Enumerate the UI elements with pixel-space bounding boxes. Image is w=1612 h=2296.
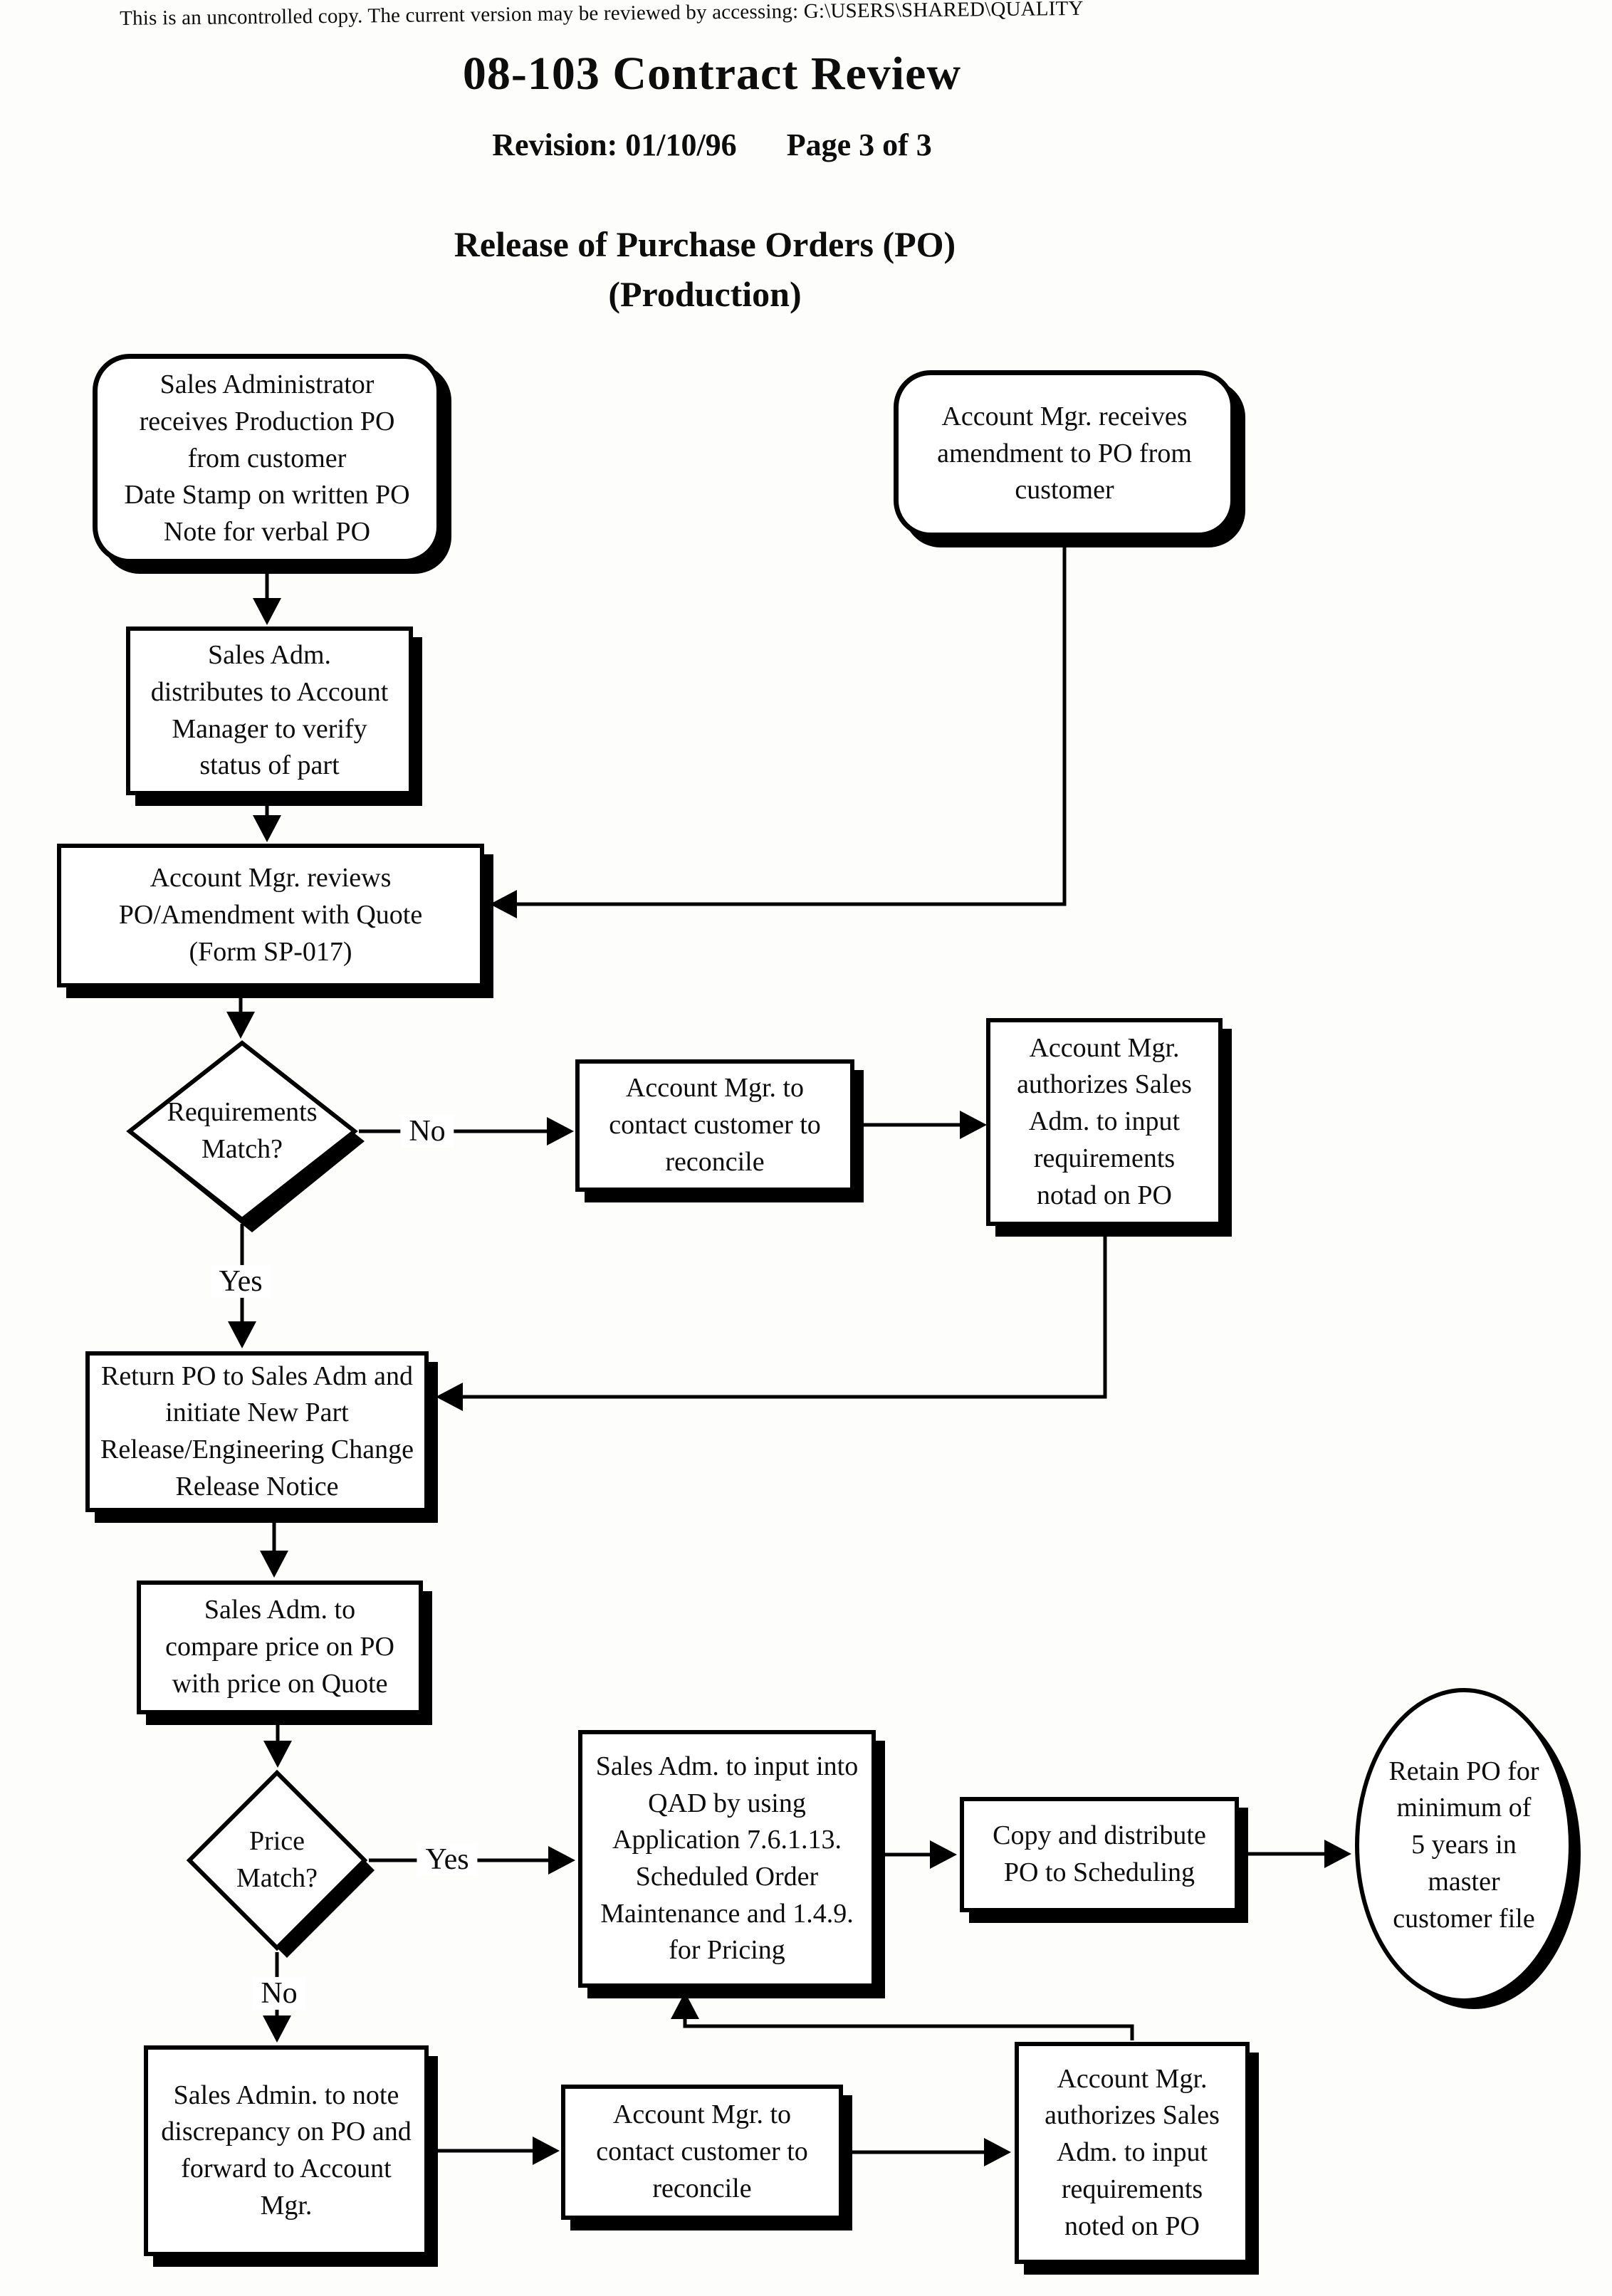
node-distribute-to-account-manager: Sales Adm. distributes to Account Manage… bbox=[126, 627, 413, 795]
edge-label-price-no: No bbox=[252, 1976, 306, 2011]
node-input-into-qad: Sales Adm. to input into QAD by using Ap… bbox=[578, 1730, 876, 1988]
node-contact-customer-reconcile-upper: Account Mgr. to contact customer to reco… bbox=[575, 1059, 854, 1192]
node-text: Account Mgr. reviews PO/Amendment with Q… bbox=[118, 863, 423, 967]
node-text: Price Match? bbox=[236, 1826, 318, 1893]
page-title: 08-103 Contract Review bbox=[462, 48, 962, 100]
node-return-po-initiate-release: Return PO to Sales Adm and initiate New … bbox=[85, 1351, 429, 1512]
node-note-discrepancy: Sales Admin. to note discrepancy on PO a… bbox=[144, 2045, 429, 2256]
node-authorize-input-requirements-upper: Account Mgr. authorizes Sales Adm. to in… bbox=[986, 1018, 1223, 1226]
revision-line: Revision: 01/10/96 Page 3 of 3 bbox=[0, 127, 1424, 163]
node-contact-customer-reconcile-lower: Account Mgr. to contact customer to reco… bbox=[561, 2085, 843, 2220]
node-text: Copy and distribute PO to Scheduling bbox=[993, 1820, 1206, 1887]
page-number-label: Page 3 of 3 bbox=[786, 127, 932, 162]
node-account-mgr-receives-amendment: Account Mgr. receives amendment to PO fr… bbox=[894, 370, 1235, 538]
node-text: Account Mgr. authorizes Sales Adm. to in… bbox=[1017, 1032, 1192, 1210]
uncontrolled-copy-disclaimer: This is an uncontrolled copy. The curren… bbox=[120, 0, 1084, 30]
node-text: Sales Administrator receives Production … bbox=[124, 369, 410, 547]
node-text: Requirements Match? bbox=[167, 1097, 318, 1164]
node-compare-price: Sales Adm. to compare price on PO with p… bbox=[137, 1581, 423, 1714]
node-copy-distribute-po: Copy and distribute PO to Scheduling bbox=[960, 1797, 1239, 1912]
node-text: Account Mgr. authorizes Sales Adm. to in… bbox=[1045, 2063, 1220, 2241]
edge-label-price-yes: Yes bbox=[417, 1842, 478, 1877]
node-retain-po-file: Retain PO for minimum of 5 years in mast… bbox=[1353, 1684, 1581, 2009]
node-text: Sales Admin. to note discrepancy on PO a… bbox=[161, 2080, 412, 2221]
flowchart-title: Release of Purchase Orders (PO) bbox=[454, 224, 956, 264]
node-text: Account Mgr. receives amendment to PO fr… bbox=[937, 401, 1192, 505]
node-requirements-match-decision: Requirements Match? bbox=[126, 1040, 365, 1232]
edge-label-requirements-no: No bbox=[400, 1114, 454, 1148]
node-text: Sales Adm. to input into QAD by using Ap… bbox=[595, 1751, 859, 1966]
node-text: Account Mgr. to contact customer to reco… bbox=[596, 2100, 808, 2203]
diamond-shape bbox=[126, 1040, 365, 1232]
node-text: Return PO to Sales Adm and initiate New … bbox=[100, 1361, 414, 1501]
node-review-po-amendment: Account Mgr. reviews PO/Amendment with Q… bbox=[57, 844, 484, 987]
ellipse-shape bbox=[1355, 1688, 1581, 2009]
node-price-match-decision: Price Match? bbox=[186, 1769, 375, 1958]
node-authorize-input-requirements-lower: Account Mgr. authorizes Sales Adm. to in… bbox=[1015, 2042, 1250, 2264]
revision-label: Revision: 01/10/96 bbox=[492, 127, 737, 162]
node-sales-admin-receives-po: Sales Administrator receives Production … bbox=[93, 354, 441, 564]
node-text: Sales Adm. distributes to Account Manage… bbox=[150, 640, 389, 781]
flowchart-subtitle: (Production) bbox=[608, 274, 802, 314]
node-text: Sales Adm. to compare price on PO with p… bbox=[165, 1595, 394, 1699]
diamond-shape bbox=[186, 1769, 375, 1958]
node-text: Retain PO for minimum of 5 years in mast… bbox=[1388, 1756, 1539, 1934]
edge-label-requirements-yes: Yes bbox=[210, 1264, 271, 1299]
node-text: Account Mgr. to contact customer to reco… bbox=[609, 1073, 821, 1177]
